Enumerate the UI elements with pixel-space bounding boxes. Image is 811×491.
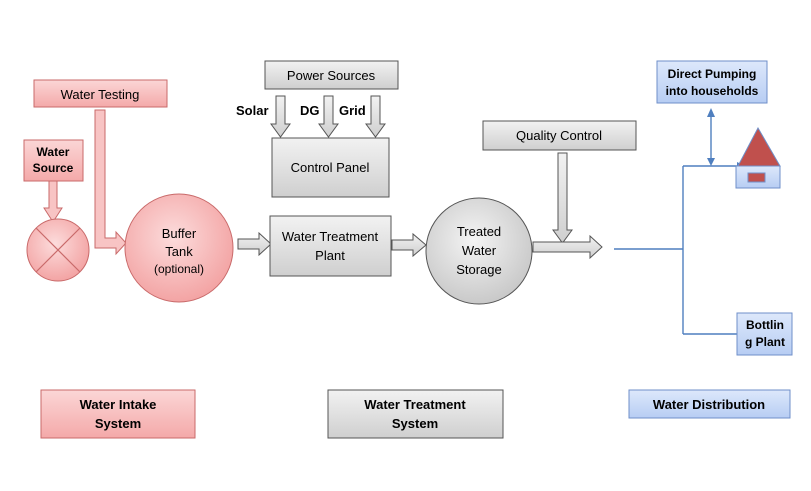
legend-water-intake: Water Intake System [40, 389, 196, 439]
quality-control-box: Quality Control [482, 120, 637, 151]
direct-pumping-box: Direct Pumping into households [656, 60, 768, 104]
dg-label: DG [300, 103, 320, 118]
water-treatment-plant-box: Water Treatment Plant [269, 215, 392, 277]
storage-label-2: Water [462, 243, 497, 258]
bottling-plant-box: Bottlin g Plant [736, 312, 793, 356]
water-testing-label: Water Testing [61, 87, 140, 102]
control-panel-label: Control Panel [291, 160, 370, 175]
legend-water-distribution: Water Distribution [628, 389, 791, 419]
buffer-tank-label-3: (optional) [154, 262, 204, 276]
legend-treatment-label-2: System [392, 416, 438, 431]
control-panel-box: Control Panel [271, 137, 390, 198]
arrow-source-to-valve [43, 180, 63, 223]
treated-water-storage: Treated Water Storage [425, 197, 533, 305]
power-sources-box: Power Sources [264, 60, 399, 90]
arrow-grid-down [365, 95, 386, 138]
arrowhead-to-direct-pumping [707, 108, 715, 117]
direct-pumping-label-1: Direct Pumping [668, 67, 757, 81]
buffer-tank-label-2: Tank [165, 244, 193, 259]
quality-control-label: Quality Control [516, 128, 602, 143]
legend-intake-label-2: System [95, 416, 141, 431]
storage-label-1: Treated [457, 224, 501, 239]
direct-pumping-label-2: into households [666, 84, 759, 98]
arrow-storage-out [532, 234, 603, 260]
arrowhead-direct-to-house [707, 158, 715, 166]
water-source-label-2: Source [33, 161, 74, 175]
arrow-buffer-to-plant [237, 231, 272, 257]
water-source-label-1: Water [37, 145, 70, 159]
solar-label: Solar [236, 103, 269, 118]
arrow-plant-to-storage [391, 232, 427, 258]
buffer-tank: Buffer Tank (optional) [124, 193, 234, 303]
buffer-tank-label-1: Buffer [162, 226, 197, 241]
plant-label-1: Water Treatment [282, 229, 379, 244]
valve-symbol [26, 218, 90, 282]
legend-intake-label-1: Water Intake [80, 397, 157, 412]
water-testing-box: Water Testing [33, 79, 168, 108]
storage-label-3: Storage [456, 262, 502, 277]
distribution-lines [614, 113, 737, 335]
power-sources-label: Power Sources [287, 68, 376, 83]
bottling-label-1: Bottlin [746, 318, 784, 332]
arrow-testing-to-buffer [94, 109, 127, 256]
legend-treatment-label-1: Water Treatment [364, 397, 466, 412]
arrow-solar-down [270, 95, 291, 138]
arrow-quality-down [552, 152, 573, 244]
arrow-dg-down [318, 95, 339, 138]
legend-water-treatment: Water Treatment System [327, 389, 504, 439]
legend-distribution-label: Water Distribution [653, 397, 765, 412]
water-source-box: Water Source [23, 139, 84, 182]
bottling-label-2: g Plant [745, 335, 785, 349]
plant-label-2: Plant [315, 248, 345, 263]
house-icon [735, 126, 781, 189]
grid-label: Grid [339, 103, 366, 118]
